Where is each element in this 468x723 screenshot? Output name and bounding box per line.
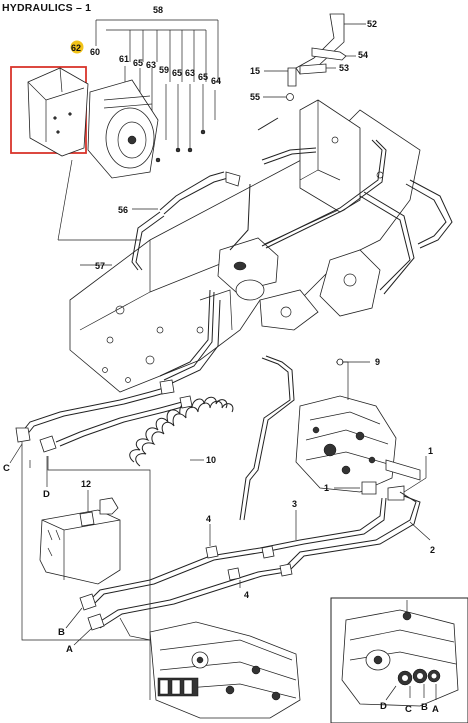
callout-60: 60 — [90, 47, 100, 57]
cooling-fan-assembly — [87, 79, 206, 179]
left-hoses — [15, 379, 193, 700]
highlight-marker — [70, 40, 84, 54]
callout-57: 57 — [95, 261, 105, 271]
port-letter-b-left: B — [58, 627, 65, 638]
callout-9: 9 — [375, 357, 380, 367]
callout-12: 12 — [81, 479, 91, 489]
oil-tank-12 — [39, 490, 121, 585]
inset-letter-c: C — [405, 704, 412, 715]
callout-54: 54 — [358, 50, 368, 60]
chassis-frame — [69, 99, 421, 393]
inset-letter-b: B — [421, 702, 428, 713]
callout-1a: 1 — [428, 446, 433, 456]
callout-55: 55 — [250, 92, 260, 102]
callout-63a: 63 — [146, 60, 156, 70]
callout-62: 62 — [71, 43, 81, 53]
callout-59: 59 — [159, 65, 169, 75]
callout-1b: 1 — [324, 483, 329, 493]
long-hoses — [79, 491, 431, 631]
inset-letter-d: D — [380, 701, 387, 712]
callout-4a: 4 — [206, 514, 211, 524]
control-linkage-parts — [263, 13, 366, 101]
callout-3: 3 — [292, 499, 297, 509]
hydraulic-tubes-upper — [131, 117, 453, 385]
inset-detail — [330, 597, 468, 723]
transaxle-assembly — [119, 617, 301, 719]
callout-65b: 65 — [172, 68, 182, 78]
leader-lines-top — [57, 19, 219, 266]
callout-63b: 63 — [185, 68, 195, 78]
callout-10: 10 — [206, 455, 216, 465]
callout-61: 61 — [119, 54, 129, 64]
callout-56: 56 — [118, 205, 128, 215]
hydraulic-pump-assembly — [239, 355, 427, 521]
guard-plate-part — [27, 67, 89, 157]
callout-52: 52 — [367, 19, 377, 29]
callout-65a: 65 — [133, 58, 143, 68]
callout-53: 53 — [339, 63, 349, 73]
inset-letter-a: A — [432, 704, 439, 715]
callout-4b: 4 — [244, 590, 249, 600]
callout-65c: 65 — [198, 72, 208, 82]
port-letter-c-left: C — [3, 463, 10, 474]
callout-58: 58 — [153, 5, 163, 15]
callout-15: 15 — [250, 66, 260, 76]
port-letter-a-left: A — [66, 644, 73, 655]
callout-64: 64 — [211, 76, 221, 86]
page-title: HYDRAULICS – 1 — [2, 2, 92, 14]
callout-2: 2 — [430, 545, 435, 555]
port-letter-d-left: D — [43, 489, 50, 500]
